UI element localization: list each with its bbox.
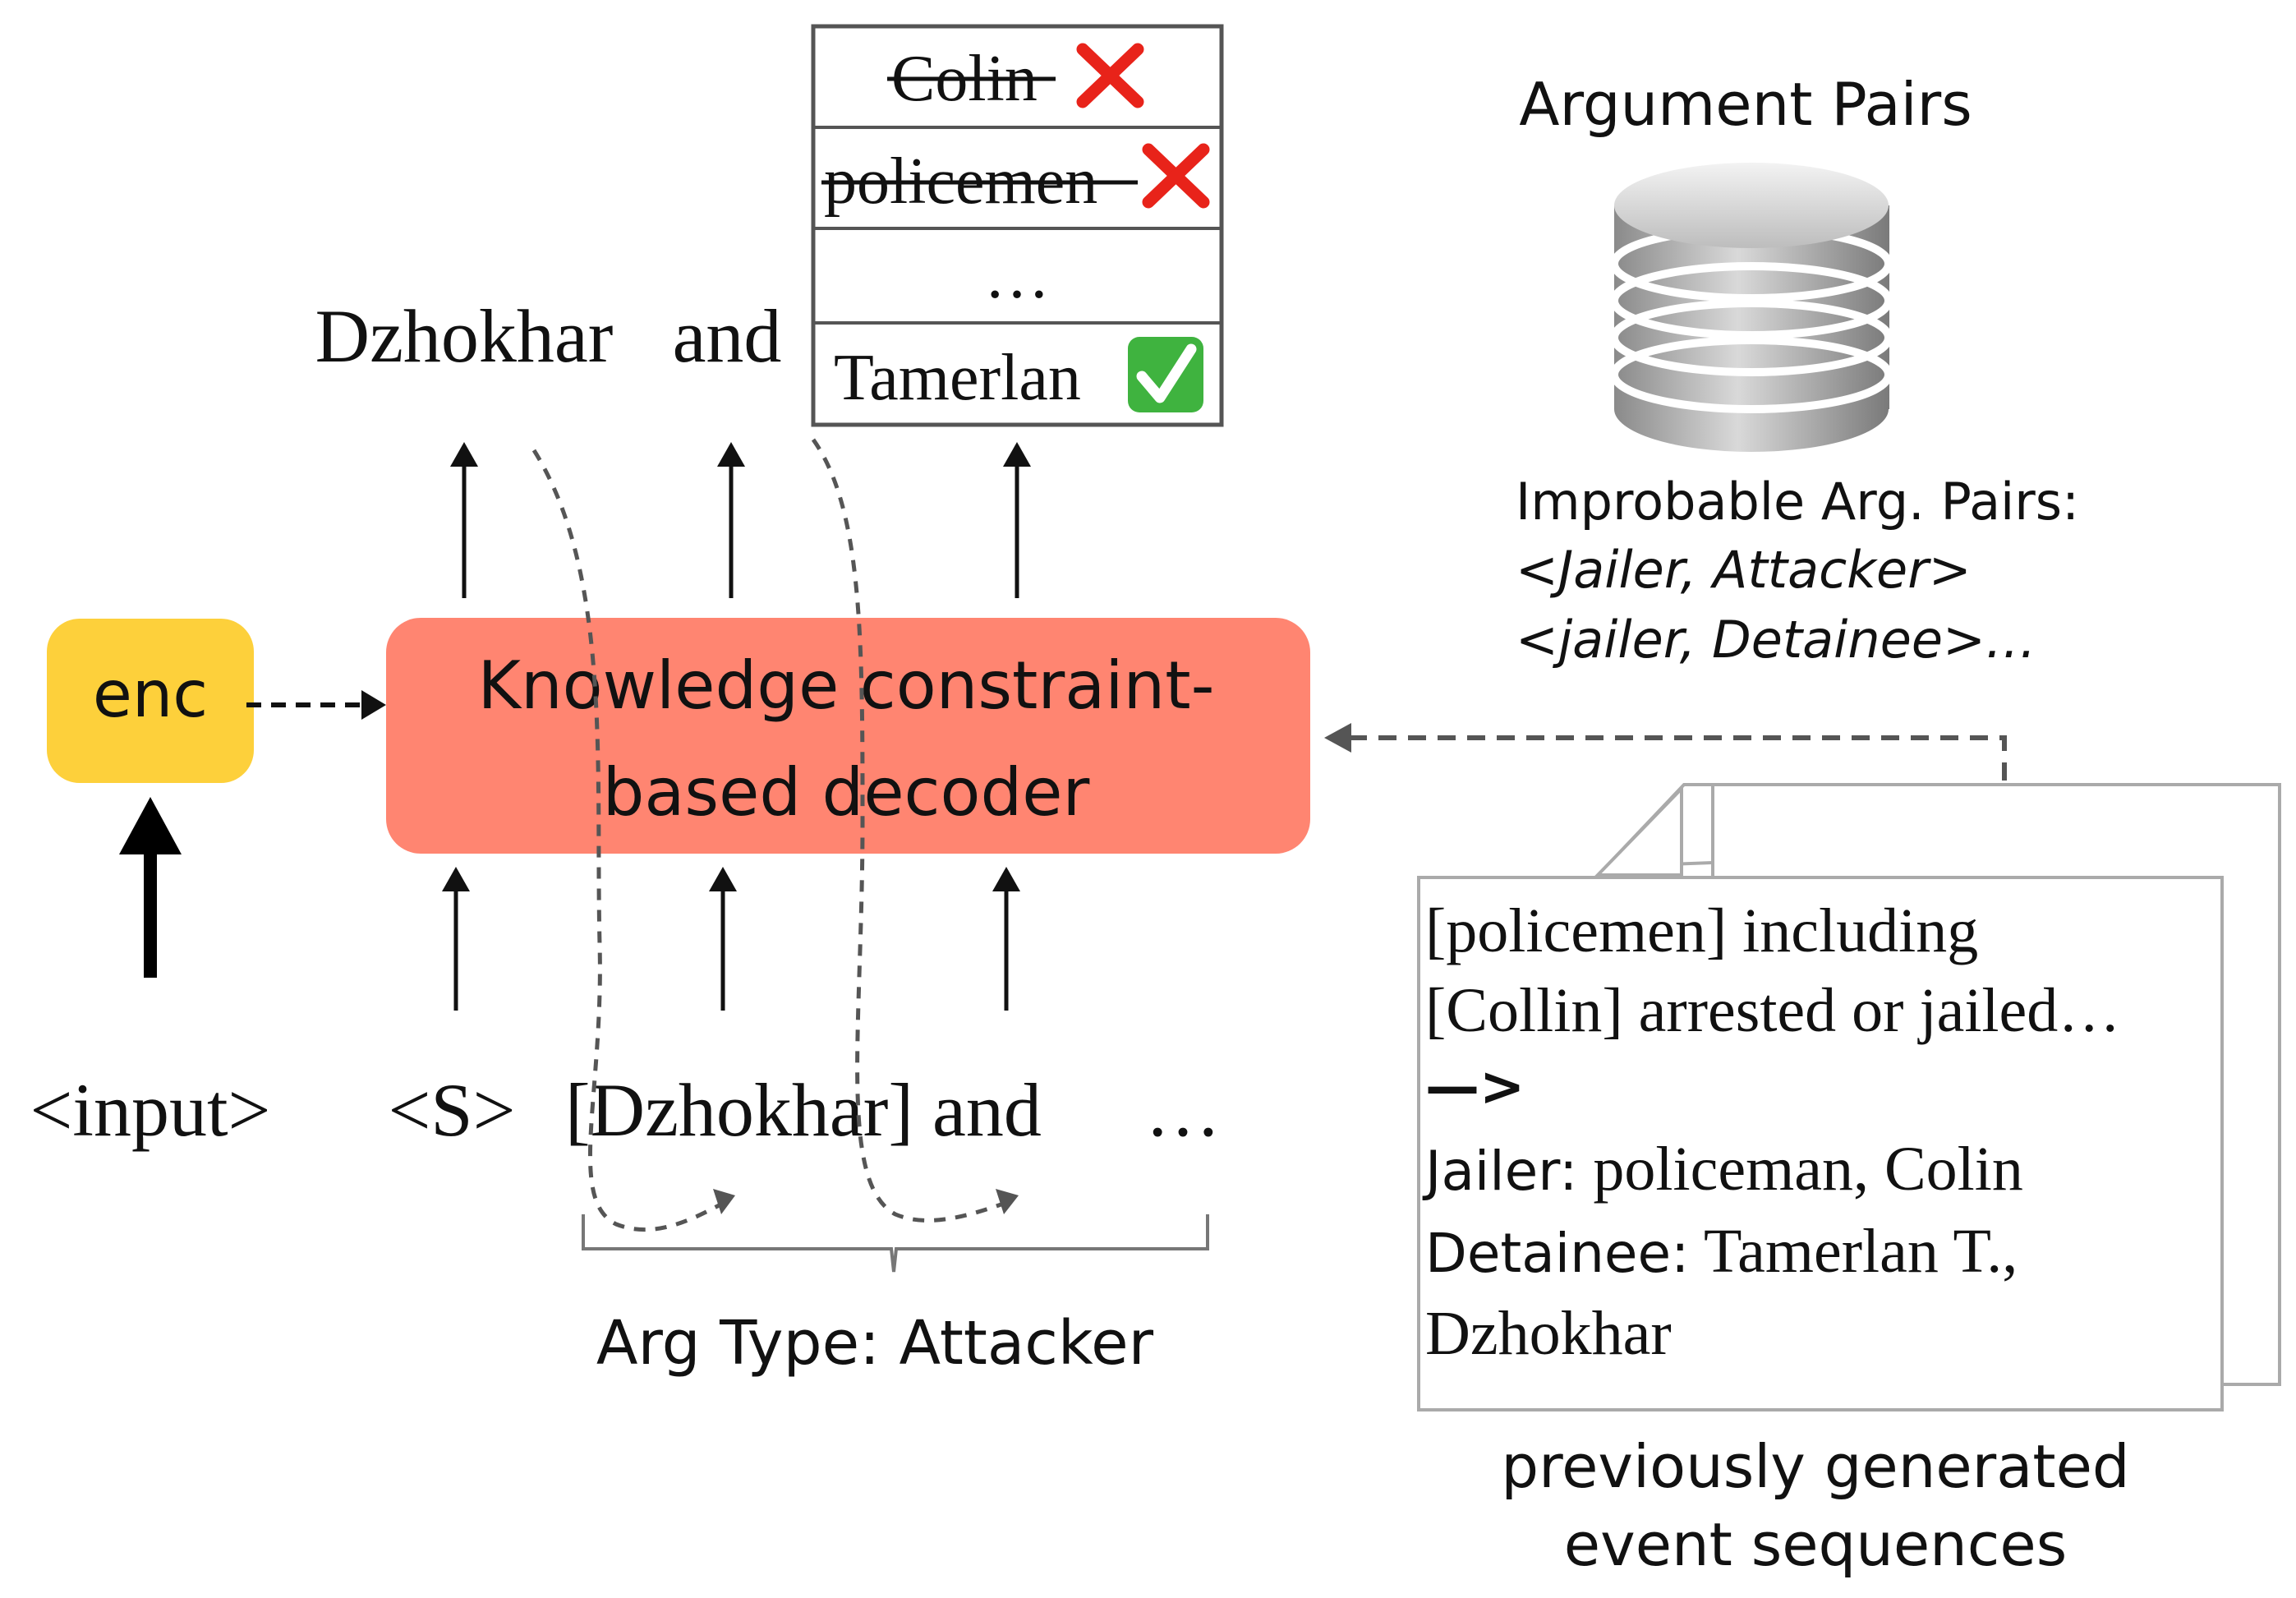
decoder-output-arrows (462, 460, 1019, 598)
dashed-flow-curve-2 (811, 438, 1011, 1223)
dashed-flow-arrowhead-2 (996, 1189, 1019, 1214)
arg-type-label: Arg Type: Attacker (596, 1308, 1154, 1379)
detainee-label: Detainee: (1425, 1222, 1689, 1285)
event-doc-line2: [Collin] arrested or jailed… (1425, 976, 2120, 1045)
reject-icon (1076, 43, 1144, 108)
database-icon (1610, 163, 1893, 452)
output-dzhokhar: Dzhokhar (315, 294, 614, 378)
improbable-pair-1: <Jailer, Attacker> (1516, 540, 1972, 600)
detainee-value: Tamerlan T., (1689, 1217, 2018, 1286)
dzhokhar-and-tokens: [Dzhokhar] and (565, 1068, 1042, 1152)
input-to-encoder-arrowhead (119, 797, 182, 854)
previous-caption-line2: event sequences (1564, 1510, 2067, 1579)
arg-span-brace (582, 1214, 1209, 1273)
decoder-box (386, 618, 1310, 854)
event-doc-jailer: Jailer: policeman, Colin (1422, 1135, 2023, 1204)
encoder-to-decoder-arrowhead (361, 690, 386, 720)
decoder-label-line1: Knowledge constraint- (478, 647, 1215, 724)
previous-caption-line1: previously generated (1501, 1432, 2129, 1501)
candidate-tamerlan: Tamerlan (834, 342, 1081, 414)
encoder-box (47, 619, 254, 783)
jailer-value: policeman, Colin (1577, 1135, 2022, 1204)
decoder-input-arrows (453, 879, 1009, 1011)
decoder-input-arrowheads (442, 867, 1020, 891)
documents-to-decoder-arrow (1347, 735, 2007, 781)
dashed-flow-curve-1 (531, 449, 729, 1232)
event-doc-detainee: Detainee: Tamerlan T., (1425, 1217, 2018, 1286)
argument-pairs-title: Argument Pairs (1519, 70, 1972, 139)
encoder-label: enc (93, 658, 208, 732)
improbable-pair-2: <jailer, Detainee>… (1516, 610, 2036, 670)
dashed-flow-arrowhead-1 (713, 1189, 735, 1214)
start-token: <S> (389, 1068, 516, 1152)
ellipsis-token: … (1145, 1068, 1221, 1152)
output-and: and (673, 294, 782, 378)
event-doc-arrow: —> (1425, 1055, 1525, 1118)
decoder-output-arrowheads (450, 442, 1031, 467)
input-token: <input> (30, 1068, 271, 1152)
document-stack (1417, 783, 2281, 1411)
candidate-ellipsis: … (984, 240, 1050, 312)
event-doc-detainee-2: Dzhokhar (1425, 1299, 1672, 1368)
event-doc-line1: [policemen] including (1425, 896, 1978, 965)
accept-check-icon (1128, 337, 1203, 412)
improbable-pairs-label: Improbable Arg. Pairs: (1516, 472, 2079, 532)
jailer-label: Jailer: (1422, 1140, 1577, 1203)
documents-to-decoder-arrowhead (1324, 723, 1351, 753)
decoder-label-line2: based decoder (603, 754, 1090, 831)
reject-icon (1142, 143, 1210, 209)
